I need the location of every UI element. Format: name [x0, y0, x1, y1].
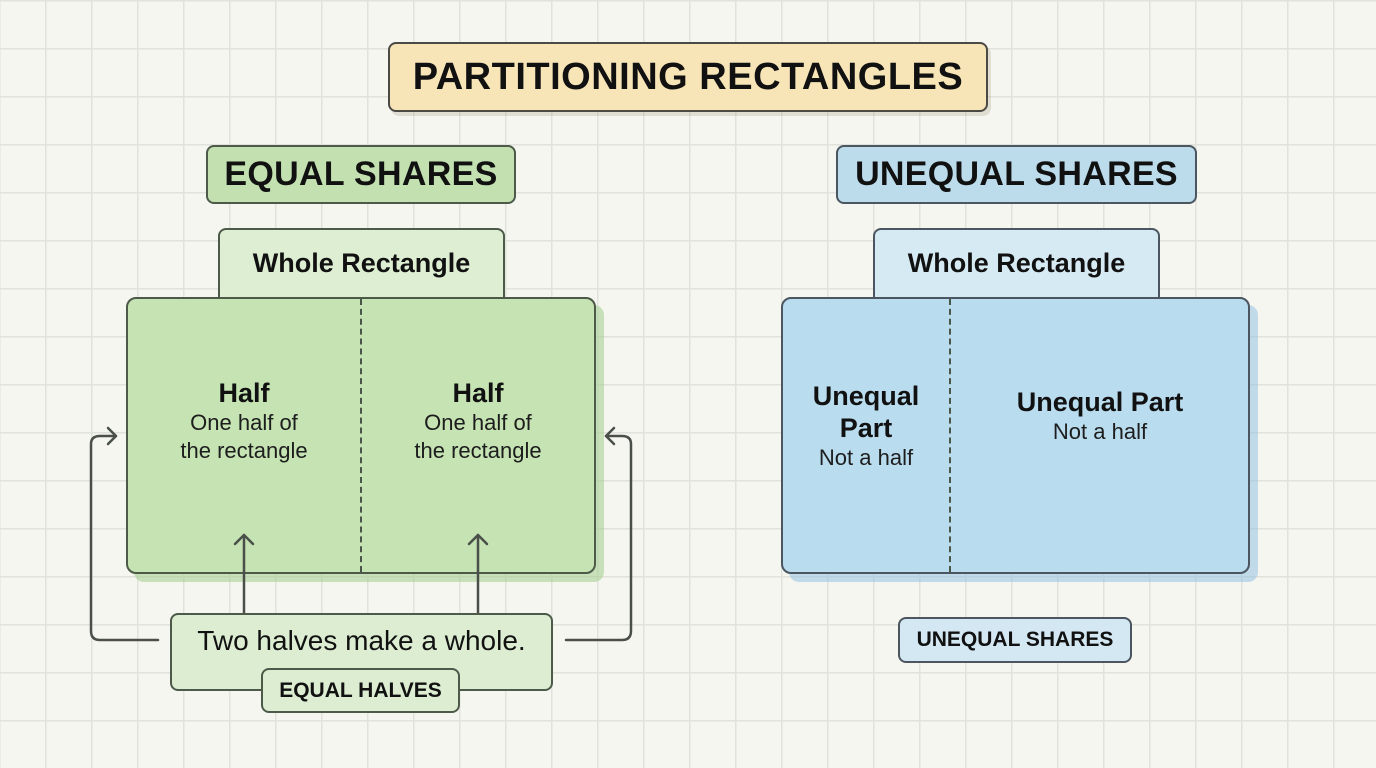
equal-partitioned-rectangle: Half One half of the rectangle Half One … [126, 297, 596, 574]
diagram-title: PARTITIONING RECTANGLES [412, 55, 964, 98]
equal-halves-badge-label: EQUAL HALVES [279, 678, 442, 702]
equal-shares-header: EQUAL SHARES [206, 145, 516, 204]
unequal-divider-dashed-line [949, 299, 951, 572]
half-subtitle-line1: One half of [190, 409, 298, 435]
unequal-shares-header-label: UNEQUAL SHARES [855, 155, 1178, 193]
unequal-whole-rectangle-tab: Whole Rectangle [873, 228, 1160, 303]
title-banner: PARTITIONING RECTANGLES [388, 42, 988, 112]
equal-left-half: Half One half of the rectangle [128, 299, 360, 572]
equal-right-half: Half One half of the rectangle [362, 299, 594, 572]
half-title: Half [218, 377, 270, 408]
unequal-right-part: Unequal Part Not a half [951, 299, 1249, 572]
unequal-shares-header: UNEQUAL SHARES [836, 145, 1197, 204]
equal-whole-rectangle-tab: Whole Rectangle [218, 228, 505, 303]
unequal-whole-rectangle-label: Whole Rectangle [907, 248, 1126, 278]
equal-halves-badge: EQUAL HALVES [261, 668, 460, 713]
unequal-shares-badge: UNEQUAL SHARES [898, 617, 1132, 663]
unequal-part-title-line2: Part [839, 412, 893, 443]
unequal-part-subtitle: Not a half [818, 444, 914, 470]
half-title: Half [452, 377, 504, 408]
unequal-partitioned-rectangle: Unequal Part Not a half Unequal Part Not… [781, 297, 1250, 574]
equal-shares-header-label: EQUAL SHARES [224, 155, 498, 193]
equal-caption-text: Two halves make a whole. [197, 625, 526, 656]
unequal-left-part: Unequal Part Not a half [783, 299, 949, 572]
unequal-shares-badge-label: UNEQUAL SHARES [916, 628, 1114, 651]
half-subtitle-line2: the rectangle [414, 437, 542, 463]
unequal-part-title: Unequal Part [1016, 386, 1184, 417]
equal-divider-dashed-line [360, 299, 362, 572]
unequal-part-subtitle: Not a half [1052, 418, 1148, 444]
half-subtitle-line2: the rectangle [180, 437, 308, 463]
unequal-part-title-line1: Unequal [812, 380, 920, 411]
equal-whole-rectangle-label: Whole Rectangle [252, 248, 471, 278]
half-subtitle-line1: One half of [424, 409, 532, 435]
